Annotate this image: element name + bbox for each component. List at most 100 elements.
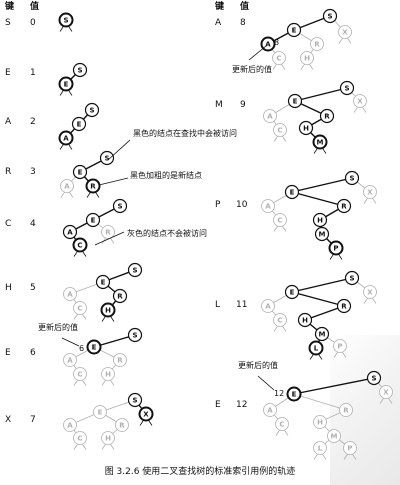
tree-10-null-link-c-left — [273, 135, 279, 142]
annotation-new-node: 黑色加粗的是新结点 — [98, 170, 202, 186]
tree-4-node-e — [72, 164, 88, 180]
tree-8-node-label-a: A — [67, 422, 73, 430]
tree-8-node-s — [127, 392, 143, 408]
tree-7-node-r — [113, 353, 127, 367]
tree-13-node-c — [275, 417, 289, 431]
tree-11-node-x — [363, 185, 377, 199]
tree-7-node-label-h: H — [105, 371, 111, 379]
tree-10-node-label-c: C — [277, 127, 282, 135]
key-header-right: 键 — [214, 0, 225, 12]
tree-7-node-label-c: C — [77, 371, 82, 379]
tree-8-null-link-c-left — [73, 443, 79, 450]
tree-8-node-h — [101, 431, 115, 445]
tree-7-node-label-e: E — [92, 344, 97, 352]
tree-4-node-a — [60, 179, 74, 193]
tree-2-node-label-e: E — [64, 81, 69, 89]
tree-13-node-p — [343, 441, 357, 455]
step-key-10: M — [215, 100, 223, 110]
tree-10-node-label-r: R — [324, 113, 330, 121]
step-key-13: E — [215, 400, 221, 410]
figure-caption: 图 3.2.6 使用二叉查找树的标准索引用例的轨迹 — [104, 467, 296, 477]
tree-9-node-label-s: S — [327, 13, 332, 21]
tree-13-node-e — [286, 386, 302, 402]
tree-8-node-label-e: E — [98, 409, 103, 417]
step-key-8: X — [5, 415, 11, 425]
tree-9-node-label-r: R — [314, 41, 320, 49]
tree-7-node-a — [63, 353, 77, 367]
tree-11-node-label-m: M — [319, 231, 326, 239]
tree-13-node-label-l: L — [318, 445, 323, 453]
step-value-5: 4 — [30, 219, 36, 229]
tree-13-edge-s-e — [293, 377, 375, 395]
tree-12-node-e — [284, 284, 300, 300]
step-value-11: 10 — [236, 200, 248, 210]
tree-12-edge-s-e — [291, 277, 353, 293]
tree-13-node-x — [379, 385, 393, 399]
tree-3-node-label-e: E — [77, 121, 82, 129]
tree-7-node-label-s: S — [132, 332, 137, 340]
tree-8-node-a — [63, 418, 77, 432]
annotation-updated-2: 更新后的值 — [232, 45, 272, 74]
tree-8-node-c — [73, 431, 87, 445]
tree-9-null-link-h-right — [308, 63, 314, 70]
tree-11-null-link-x-right — [371, 197, 377, 204]
tree-12-null-link-c-right — [281, 325, 287, 332]
tree-11-node-label-a: A — [265, 203, 271, 211]
tree-5-node-a — [62, 224, 78, 240]
tree-9-node-x — [338, 25, 352, 39]
tree-8-null-link-h-right — [109, 443, 115, 450]
tree-10-node-label-m: M — [317, 139, 324, 147]
tree-13-null-link-p-right — [351, 453, 357, 460]
step-key-6: H — [5, 283, 12, 293]
annotation-new-node-text: 黑色加粗的是新结点 — [130, 170, 202, 180]
tree-12-null-link-p-right — [341, 351, 347, 358]
tree-10-node-label-x: X — [357, 98, 363, 106]
tree-4-node-label-s: S — [104, 155, 109, 163]
tree-8-node-label-h: H — [105, 435, 111, 443]
tree-6-node-label-s: S — [132, 267, 137, 275]
tree-9-node-h — [300, 51, 314, 65]
tree-10-null-link-x-left — [353, 106, 359, 113]
tree-5-node-c — [72, 237, 88, 253]
annotation-visited-text: 黑色的结点在查找中会被访问 — [133, 128, 237, 138]
tree-5-node-label-c: C — [77, 242, 82, 250]
tree-11-node-label-x: X — [367, 189, 373, 197]
tree-8-node-label-r: R — [119, 422, 125, 430]
tree-12-node-label-r: R — [341, 303, 347, 311]
tree-5-node-label-r: R — [105, 229, 111, 237]
tree-7-node-c — [73, 367, 87, 381]
tree-9-null-link-x-right — [346, 37, 352, 44]
step-value-4: 3 — [30, 167, 36, 177]
tree-12-null-link-x-right — [371, 297, 377, 304]
tree-12-node-label-a: A — [265, 303, 271, 311]
tree-12-node-label-p: P — [337, 343, 342, 351]
tree-11-node-c — [273, 213, 287, 227]
tree-1-node-label-s: S — [63, 17, 68, 25]
tree-9-null-link-h-left — [300, 63, 306, 70]
step-key-12: L — [215, 300, 220, 310]
tree-5-node-s — [112, 198, 128, 214]
tree-3-node-label-a: A — [63, 135, 69, 143]
tree-5-null-link-r-left — [101, 237, 107, 244]
tree-4-node-label-a: A — [64, 183, 70, 191]
tree-13-node-label-x: X — [383, 389, 389, 397]
tree-3-node-s — [84, 102, 100, 118]
tree-7-node-s — [127, 327, 143, 343]
step-key-7: E — [5, 348, 11, 358]
tree-8-node-label-c: C — [77, 435, 82, 443]
tree-7-node-h — [101, 367, 115, 381]
tree-10-node-label-h: H — [303, 125, 309, 133]
tree-7-node-e — [86, 339, 102, 355]
tree-12-node-r — [336, 298, 352, 314]
tree-6-node-s — [127, 262, 143, 278]
key-header-left: 键 — [4, 0, 15, 12]
tree-6-node-label-c: C — [77, 305, 82, 313]
tree-13-node-label-s: S — [371, 375, 376, 383]
step-key-9: A — [215, 18, 222, 28]
tree-11-node-label-p: P — [333, 245, 338, 253]
tree-13-null-link-p-left — [343, 453, 349, 460]
tree-3-node-a — [58, 130, 74, 146]
value-header-left: 值 — [30, 0, 39, 12]
tree-6-node-a — [63, 287, 77, 301]
